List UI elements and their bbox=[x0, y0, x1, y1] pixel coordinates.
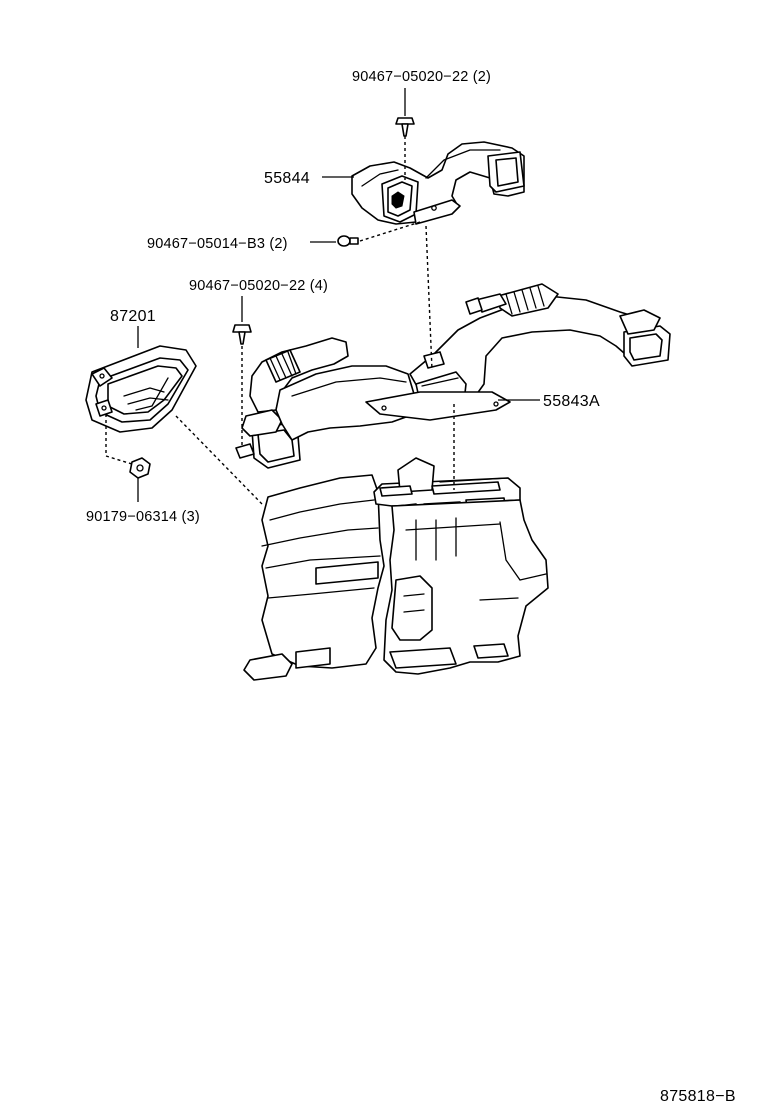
label-duct-lower: 55843A bbox=[543, 393, 600, 410]
leader-lines bbox=[137, 88, 540, 502]
label-nut: 90179−06314 (3) bbox=[86, 509, 200, 525]
screw-icon bbox=[232, 324, 252, 345]
heater-unit bbox=[243, 457, 549, 681]
label-screw-mid: 90467−05020−22 (4) bbox=[189, 278, 328, 294]
label-duct-upper: 55844 bbox=[264, 170, 310, 187]
nut-icon bbox=[129, 457, 151, 479]
label-screw-top: 90467−05020−22 (2) bbox=[352, 69, 491, 85]
upper-duct-55844 bbox=[351, 141, 525, 225]
cover-87201 bbox=[85, 345, 197, 433]
clip-icon bbox=[337, 235, 359, 247]
screw-icon bbox=[395, 117, 415, 137]
label-diagram-id: 875818−B bbox=[660, 1088, 736, 1105]
label-clip-upper: 90467−05014−B3 (2) bbox=[147, 236, 288, 252]
assembly-lines bbox=[105, 136, 455, 505]
label-cover: 87201 bbox=[110, 308, 156, 325]
lower-duct-55843A bbox=[235, 283, 671, 469]
